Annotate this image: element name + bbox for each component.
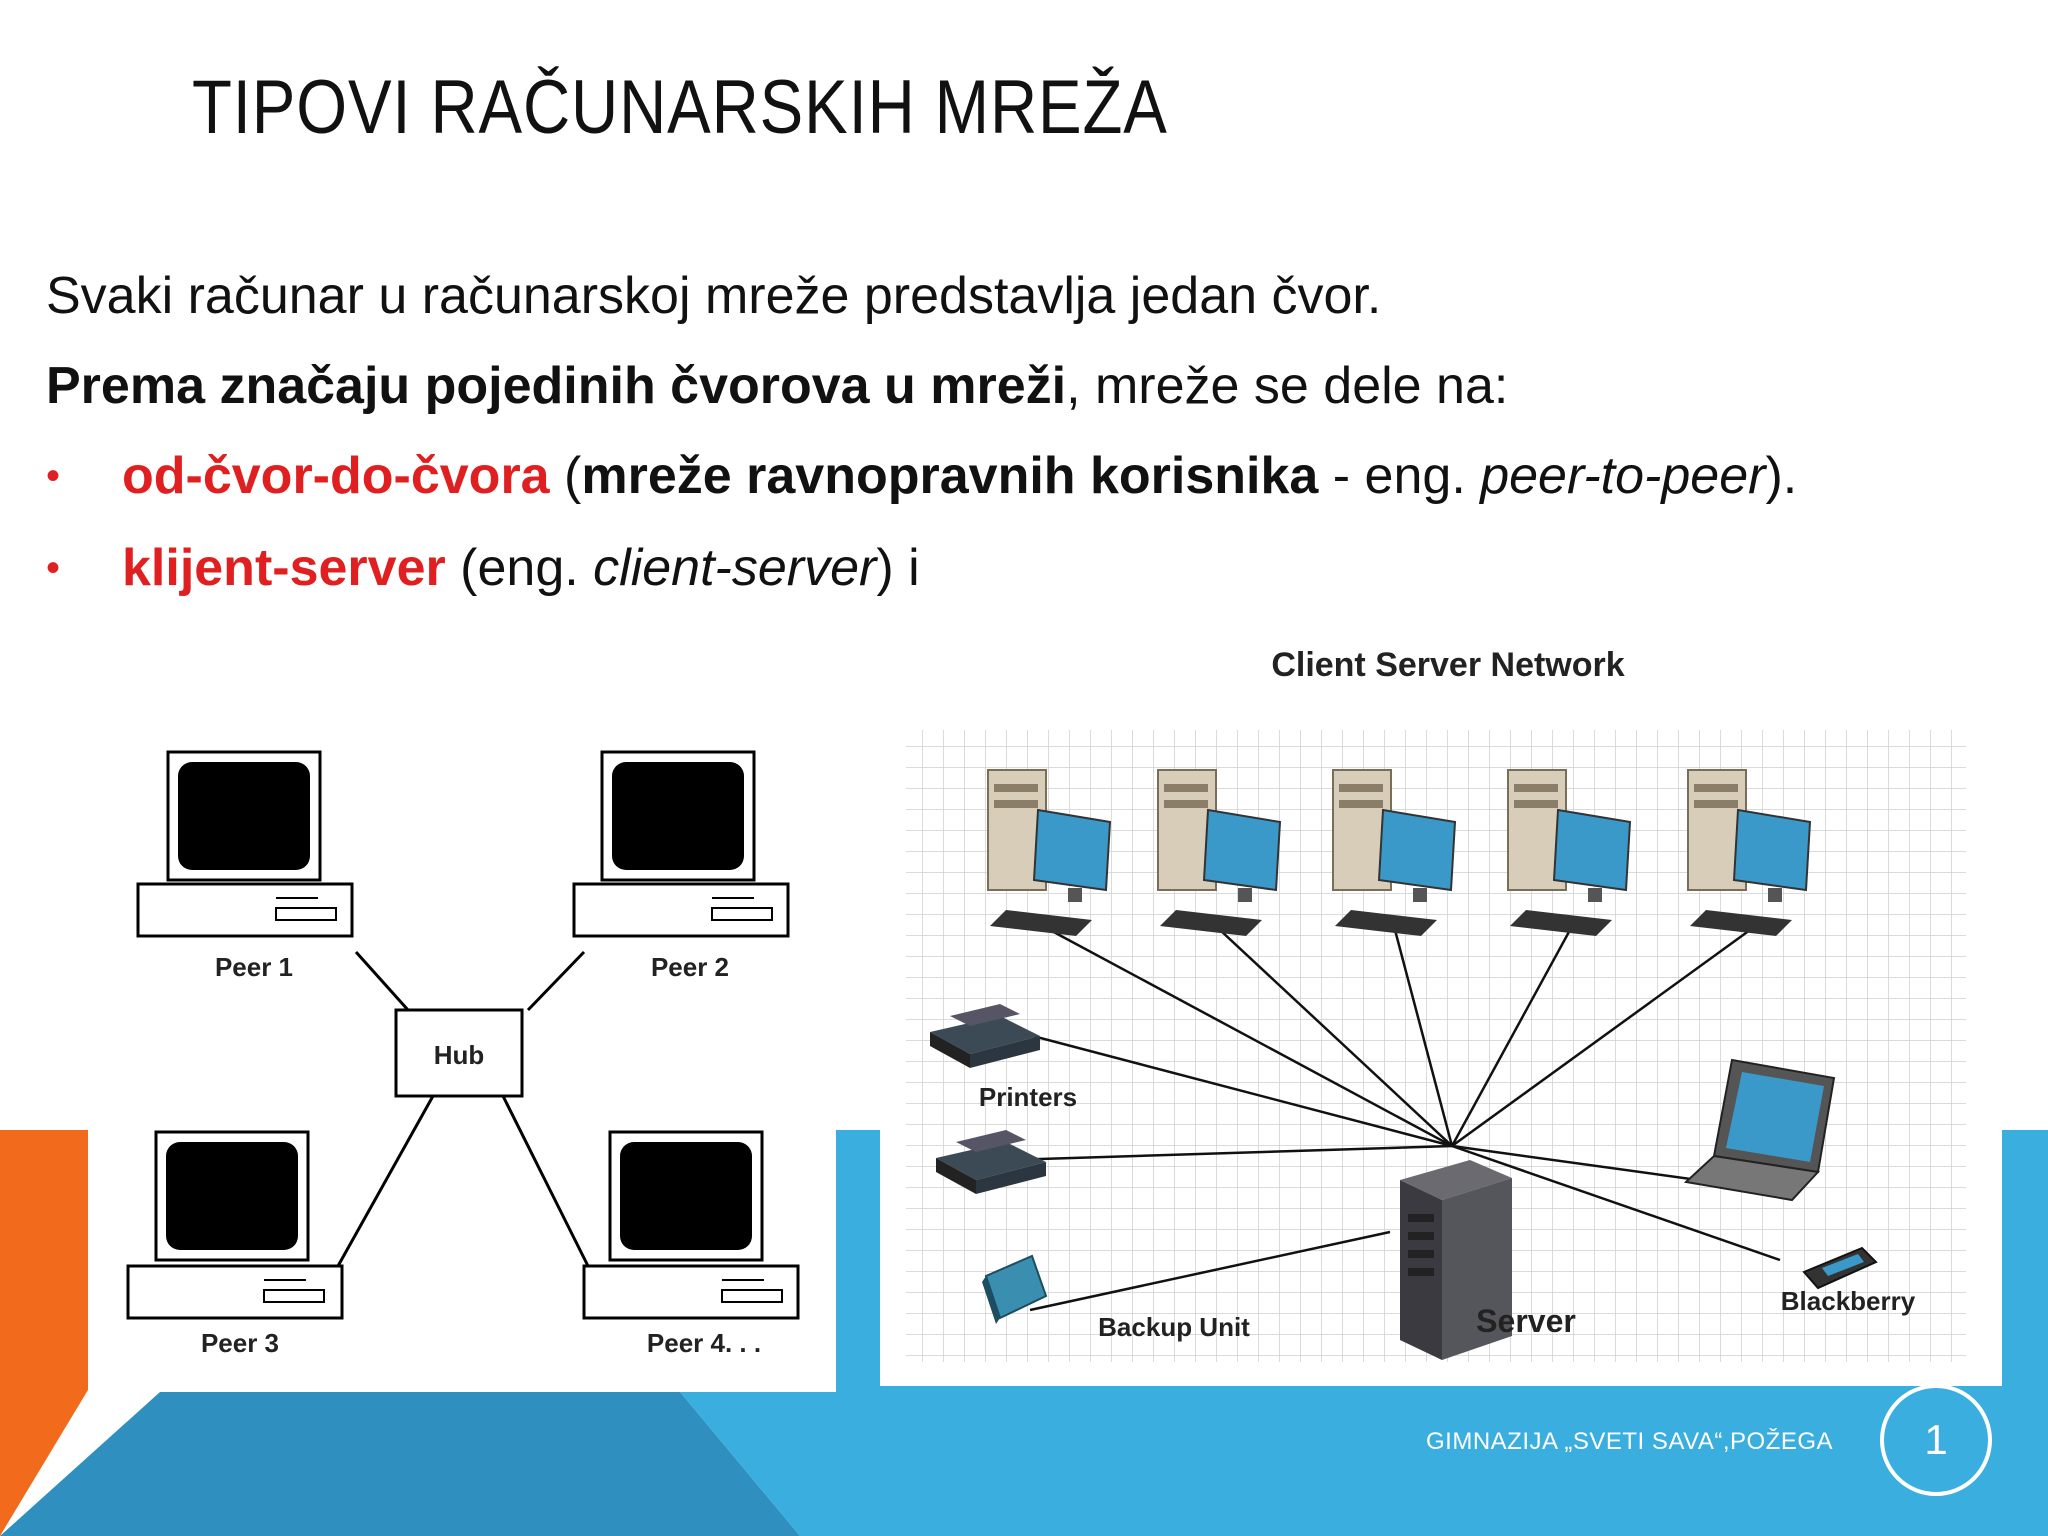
bullet-item-1: od-čvor-do-čvora (mreže ravnopravnih kor… (122, 446, 1797, 506)
division-line: Prema značaju pojedinih čvorova u mreži,… (46, 356, 1508, 416)
bullet-1-italic: peer-to-peer (1480, 447, 1766, 505)
page-number: 1 (1924, 1416, 1948, 1463)
cs-diagram: Client Server Network (906, 646, 1966, 1362)
bullet-dot-2: • (46, 546, 61, 590)
blackberry-label: Blackberry (1781, 1286, 1916, 1316)
printer-icon-2 (936, 1130, 1046, 1194)
orange-accent-shape (0, 1130, 88, 1536)
page-number-badge: 1 (1880, 1384, 1992, 1496)
footer-school-name: GIMNAZIJA „SVETI SAVA“,POŽEGA (1426, 1428, 1834, 1455)
bullet-1-text-b: - eng. (1318, 447, 1481, 505)
division-rest: , mreže se dele na: (1066, 357, 1509, 415)
bullet-1-text-a: ( (549, 447, 582, 505)
cs-connections (1009, 928, 1781, 1312)
workstation-icon-3 (1332, 769, 1457, 936)
cs-diagram-title: Client Server Network (1271, 646, 1624, 684)
cs-diagram-panel: Client Server Network (880, 620, 2002, 1386)
peer-1-computer-icon (136, 750, 354, 938)
backup-unit-label: Backup Unit (1098, 1312, 1250, 1342)
bullet-2-italic: client-server (593, 539, 877, 597)
p2p-connections (336, 950, 590, 1267)
bullet-2-red: klijent-server (122, 539, 446, 597)
p2p-diagram: Hub Peer 1 Peer 2 (126, 750, 800, 1358)
bullet-item-2: klijent-server (eng. client-server) i (122, 538, 920, 598)
printers-label: Printers (979, 1082, 1077, 1112)
bullet-1-red: od-čvor-do-čvora (122, 447, 550, 505)
blackberry-icon (1802, 1246, 1878, 1290)
peer-1-label: Peer 1 (215, 952, 293, 982)
division-bold: Prema značaju pojedinih čvorova u mreži (46, 357, 1067, 415)
backup-unit-icon (982, 1254, 1048, 1324)
workstation-icon-2 (1157, 769, 1282, 936)
peer-2-computer-icon (572, 750, 790, 938)
intro-line: Svaki računar u računarskoj mreže predst… (46, 267, 1382, 325)
workstation-icon-4 (1507, 769, 1632, 936)
printer-icon-1 (930, 1004, 1040, 1068)
server-label: Server (1476, 1303, 1576, 1339)
hub-box (394, 1008, 524, 1098)
bullet-2-text-b: ) i (876, 539, 920, 597)
peer-3-label: Peer 3 (201, 1328, 279, 1358)
dark-blue-accent-shape (0, 1392, 800, 1536)
server-icon (1400, 1160, 1512, 1360)
bullet-2-text-a: (eng. (445, 539, 594, 597)
bullet-1-bold: mreže ravnopravnih korisnika (581, 447, 1319, 505)
peer-3-computer-icon (126, 1130, 344, 1320)
workstation-icon-5 (1687, 769, 1812, 936)
p2p-diagram-panel: Hub Peer 1 Peer 2 (88, 620, 834, 1392)
bullet-dot-1: • (46, 454, 61, 498)
slide-title: TIPOVI RAČUNARSKIH MREŽA (192, 65, 1168, 150)
workstation-icon-1 (987, 769, 1112, 936)
peer-4-computer-icon (582, 1130, 800, 1320)
peer-2-label: Peer 2 (651, 952, 729, 982)
bullet-1-text-c: ). (1765, 447, 1798, 505)
hub-label: Hub (434, 1040, 485, 1070)
laptop-icon (1683, 1058, 1836, 1202)
peer-4-label: Peer 4. . . (647, 1328, 761, 1358)
